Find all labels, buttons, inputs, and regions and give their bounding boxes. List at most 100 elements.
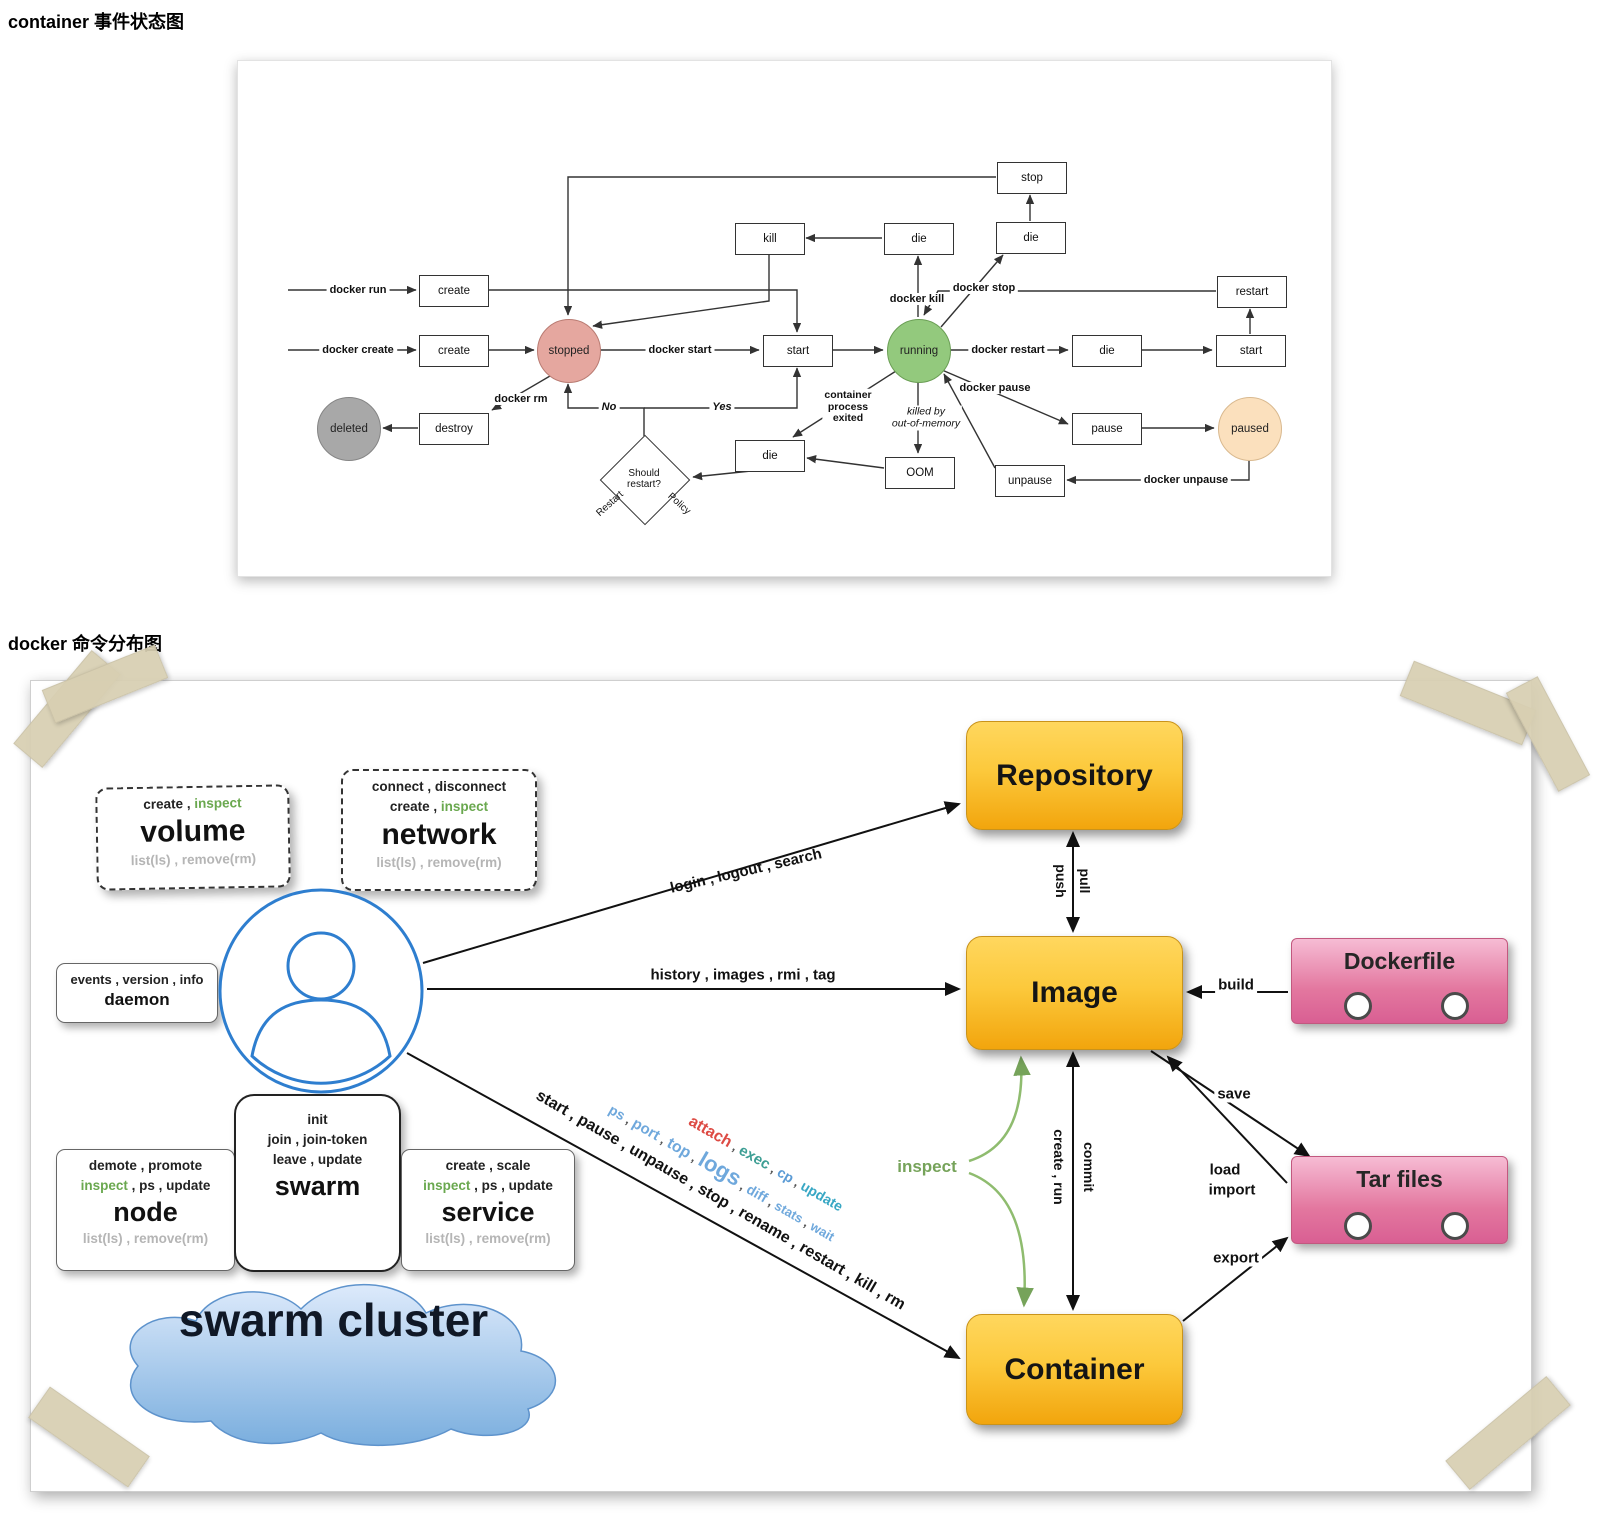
state-box-restart: restart (1217, 276, 1287, 308)
state-box-create-create-label: create (438, 345, 470, 357)
volume-commands-bottom: list(ls) , remove(rm) (130, 850, 257, 869)
state-box-create-run-label: create (438, 285, 470, 297)
state-box-pause: pause (1072, 413, 1142, 445)
network-title: network (381, 818, 497, 851)
state-box-start-restart: start (1216, 335, 1286, 367)
state-box-oom-label: OOM (906, 467, 934, 479)
label-build: build (1215, 976, 1257, 994)
state-box-start-main: start (763, 335, 833, 367)
state-box-unpause: unpause (995, 465, 1065, 497)
daemon-card: events , version , info daemon (56, 963, 218, 1023)
note-exited-line2: process (827, 400, 869, 413)
state-edges-layer (288, 176, 1255, 485)
state-box-destroy: destroy (419, 413, 489, 445)
network-cmd-create: create (389, 799, 430, 814)
state-box-die-oom-label: die (762, 450, 778, 462)
label-history-images-rmi-tag: history , images , rmi , tag (650, 966, 836, 984)
section2-title: docker 命令分布图 (8, 634, 163, 654)
diamond-line1: Should (628, 468, 660, 479)
label-no: No (598, 401, 620, 413)
label-export: export (1210, 1249, 1262, 1267)
node-card: demote , promote inspect , ps , update n… (56, 1149, 235, 1271)
label-docker-run: docker run (326, 284, 390, 296)
daemon-commands: events , version , info (70, 972, 204, 987)
volume-title: volume (140, 814, 246, 849)
label-create-run: create , run (1051, 1129, 1067, 1205)
state-circle-stopped: stopped (537, 319, 601, 383)
node-cmd-inspect: inspect (80, 1178, 128, 1193)
state-box-kill: kill (735, 223, 805, 255)
state-circle-paused-label: paused (1231, 423, 1269, 435)
state-diagram-card: stop kill die die create restart create … (237, 60, 1332, 577)
label-docker-start: docker start (645, 344, 715, 356)
state-circle-deleted-label: deleted (330, 423, 368, 435)
service-title: service (441, 1197, 535, 1227)
label-push: push (1053, 864, 1069, 898)
label-docker-rm: docker rm (491, 393, 551, 405)
service-commands-row2: inspect , ps , update (402, 1176, 574, 1196)
image-label: Image (1031, 976, 1118, 1009)
network-commands-row1: connect , disconnect (371, 779, 507, 794)
volume-cmd-create: create (143, 796, 184, 812)
network-card: connect , disconnect create , inspect ne… (341, 769, 537, 891)
swarm-cmd-leave: leave , update (272, 1152, 363, 1167)
service-card: create , scale inspect , ps , update ser… (401, 1149, 575, 1271)
dockerfile-node: Dockerfile (1291, 938, 1508, 1024)
volume-cmd-inspect: inspect (194, 795, 242, 811)
section1-title: container 事件状态图 (8, 12, 185, 32)
label-commit: commit (1081, 1142, 1097, 1192)
note-killed-line2: out-of-memory (891, 417, 961, 429)
label-docker-restart: docker restart (968, 344, 1048, 356)
note-process-exited: container process exited (822, 388, 874, 426)
state-box-create-create: create (419, 335, 489, 367)
state-box-stop-label: stop (1021, 172, 1043, 184)
restart-decision-text: Should restart? (613, 448, 675, 510)
state-box-oom: OOM (885, 457, 955, 489)
swarm-title: swarm (274, 1171, 361, 1201)
state-box-start-restart-label: start (1239, 345, 1263, 357)
node-cmd-rest: , ps , update (127, 1178, 211, 1193)
note-killed-by-oom: killed by out-of-memory (889, 405, 963, 431)
service-commands-row1: create , scale (445, 1158, 531, 1173)
label-load: load (1206, 1161, 1244, 1179)
label-inspect: inspect (897, 1157, 957, 1176)
swarm-card: init join , join-token leave , update sw… (234, 1094, 401, 1272)
label-docker-kill: docker kill (886, 293, 948, 305)
daemon-title: daemon (104, 990, 170, 1009)
container-label: Container (1004, 1352, 1145, 1386)
node-commands-row2: inspect , ps , update (57, 1176, 234, 1196)
image-node: Image (966, 936, 1183, 1050)
state-box-pause-label: pause (1091, 423, 1123, 435)
state-circle-running: running (887, 319, 951, 383)
dockerfile-wheel-left (1344, 992, 1372, 1020)
tar-files-node: Tar files (1291, 1156, 1508, 1244)
node-commands-bottom: list(ls) , remove(rm) (82, 1231, 209, 1246)
service-cmd-inspect: inspect (423, 1178, 471, 1193)
state-box-die-restart-label: die (1099, 345, 1115, 357)
state-box-die-oom: die (735, 440, 805, 472)
service-cmd-rest: , ps , update (470, 1178, 553, 1193)
state-box-die-top: die (884, 223, 954, 255)
state-box-destroy-label: destroy (435, 423, 473, 435)
swarm-cmd-init: init (307, 1112, 328, 1127)
user-icon (218, 888, 424, 1094)
label-docker-pause: docker pause (956, 382, 1034, 394)
network-commands-row2: create , inspect (343, 797, 535, 817)
swarm-cluster-label: swarm cluster (178, 1294, 489, 1346)
command-edges-layer (406, 801, 1311, 1359)
label-yes: Yes (709, 401, 735, 413)
command-map-card: create , inspect volume list(ls) , remov… (30, 680, 1532, 1492)
label-pull: pull (1077, 868, 1093, 894)
tar-wheel-left (1344, 1212, 1372, 1240)
volume-card: create , inspect volume list(ls) , remov… (95, 784, 291, 891)
state-box-die-stop: die (996, 222, 1066, 254)
note-killed-line1: killed by (907, 405, 945, 418)
network-commands-bottom: list(ls) , remove(rm) (376, 855, 502, 870)
label-import: import (1205, 1181, 1259, 1199)
state-circle-stopped-label: stopped (548, 345, 590, 357)
separator: , (429, 799, 441, 814)
repository-node: Repository (966, 721, 1183, 830)
tar-wheel-right (1441, 1212, 1469, 1240)
dockerfile-wheel-right (1441, 992, 1469, 1020)
